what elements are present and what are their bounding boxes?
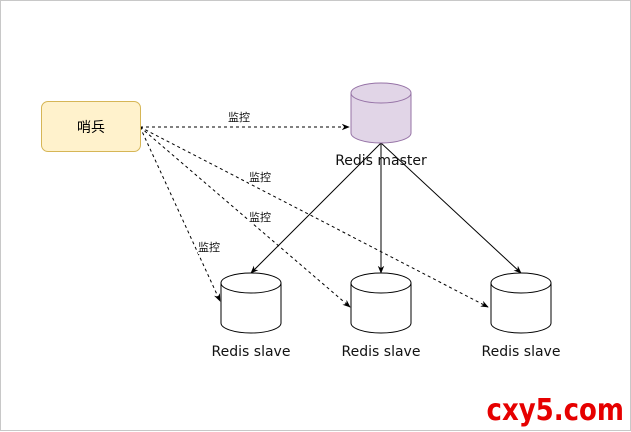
monitor-label-slave-3: 监控: [249, 171, 271, 184]
monitor-label-slave-1: 监控: [198, 241, 220, 254]
replication-edge-slave-3: [380, 142, 522, 274]
monitor-label-master: 监控: [228, 111, 250, 124]
master-cylinder: [350, 82, 412, 144]
replication-edge-slave-1: [250, 142, 382, 274]
watermark-logo: cxy5.com: [486, 393, 624, 429]
monitor-label-slave-2: 监控: [249, 211, 271, 224]
monitor-edge-slave-1: [139, 126, 221, 302]
slave-cylinder-2: [350, 272, 412, 334]
slave-cylinder-3: [490, 272, 552, 334]
slave-label-1: Redis slave: [211, 344, 291, 360]
monitor-edge-slave-3: [139, 126, 489, 308]
slave-cylinder-1: [220, 272, 282, 334]
monitor-edge-slave-2: [139, 126, 351, 308]
slave-label-3: Redis slave: [481, 344, 561, 360]
sentinel-label: 哨兵: [77, 119, 105, 136]
sentinel-node: 哨兵: [41, 101, 141, 152]
master-label: Redis master: [335, 153, 427, 169]
slave-label-2: Redis slave: [341, 344, 421, 360]
